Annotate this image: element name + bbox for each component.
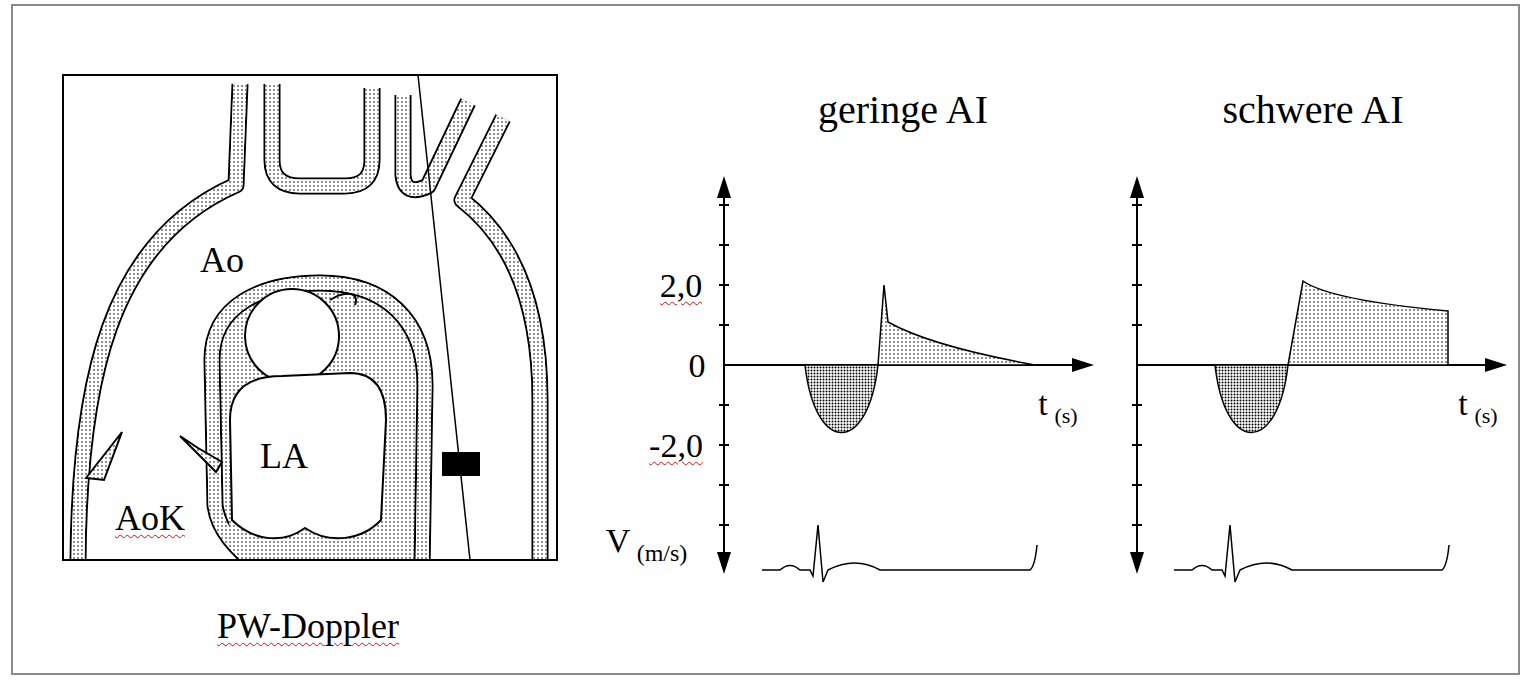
axis-unit: (s) [1474, 405, 1497, 427]
ecg-trace [762, 525, 1449, 582]
outer-frame [12, 5, 1519, 674]
chart-axes [719, 190, 1495, 560]
aorta-drawing [78, 76, 540, 559]
chart-title: geringe AI [818, 90, 988, 130]
doppler-curve [805, 285, 1035, 433]
axis-unit: (s) [1054, 405, 1077, 427]
chart-title: schwere AI [1222, 90, 1403, 130]
figure-caption: PW-Doppler [217, 608, 399, 644]
axis-label: t [1038, 387, 1047, 421]
chamber-label: LA [260, 438, 308, 474]
axis-unit: (m/s) [637, 541, 688, 565]
tick-label: 0 [689, 349, 706, 383]
tick-label: 2,0 [660, 269, 703, 303]
axis-label: V [606, 524, 631, 558]
vessel-label: AoK [115, 500, 185, 536]
axis-label: t [1458, 387, 1467, 421]
axis-arrowheads [717, 176, 1507, 574]
doppler-curve [1215, 281, 1448, 433]
tick-label: -2,0 [649, 429, 703, 463]
vessel-label: Ao [200, 242, 244, 278]
